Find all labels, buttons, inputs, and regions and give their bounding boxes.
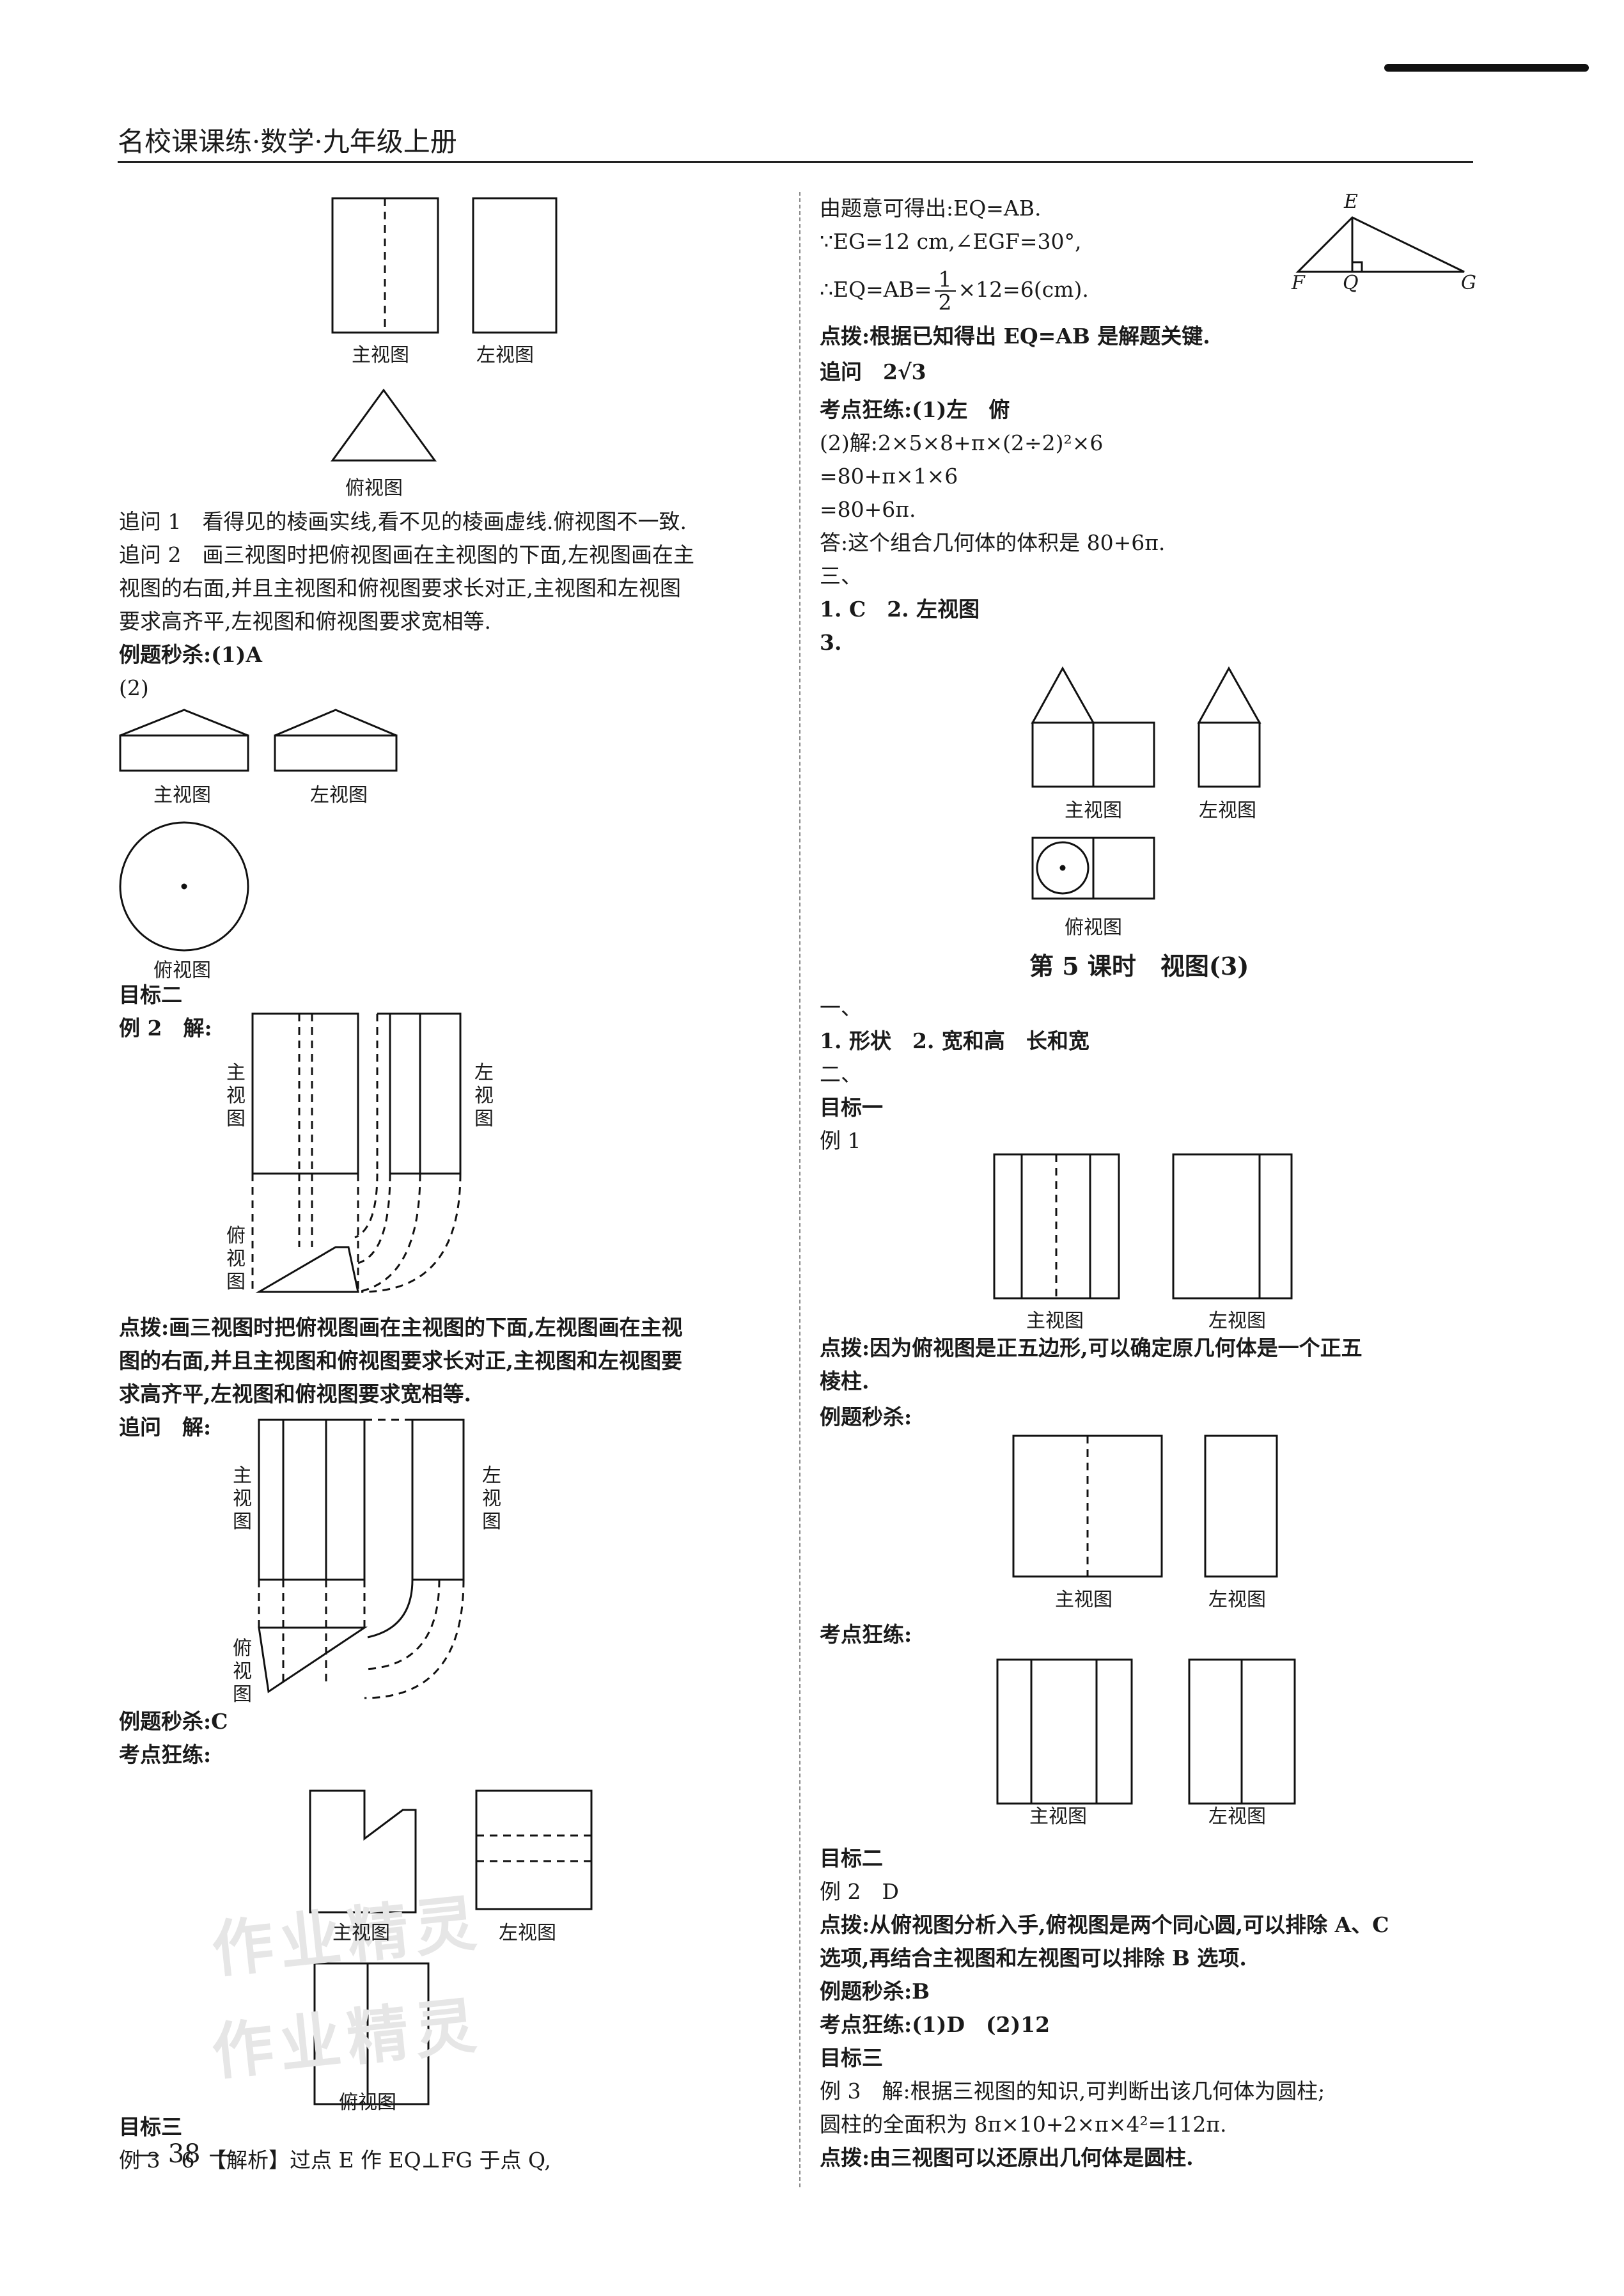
right-calc-2: =80+π×1×6 <box>820 464 958 489</box>
caption-front-view-vertical-2: 主视图 <box>233 1465 252 1533</box>
goal-3-heading: 目标三 <box>119 2114 182 2139</box>
answers-1-2: 1. C 2. 左视图 <box>820 597 980 622</box>
figure-house-views <box>1031 666 1261 900</box>
eq-suffix: ×12=6(cm). <box>958 277 1089 302</box>
part-2: 二、 <box>820 1062 862 1087</box>
caption-front-view-7: 主视图 <box>1029 1805 1087 1828</box>
caption-left-view-3: 左视图 <box>499 1922 556 1944</box>
quick-answer-3: 例题秒杀:C <box>119 1709 228 1734</box>
caption-front-view: 主视图 <box>352 344 409 366</box>
figure-prism-views <box>331 197 558 462</box>
example-3-right-line-1: 例 3 解:根据三视图的知识,可判断出该几何体为圆柱; <box>820 2079 1325 2103</box>
column-divider <box>799 192 800 2187</box>
label-G: G <box>1461 272 1476 294</box>
quick-answer-right-1: 例题秒杀: <box>820 1404 912 1429</box>
caption-front-view-2: 主视图 <box>153 784 211 806</box>
caption-top-view-vertical-2: 俯视图 <box>233 1637 252 1706</box>
right-calc-3: =80+6π. <box>820 497 916 522</box>
caption-front-view-vertical: 主视图 <box>226 1062 246 1130</box>
part-1-answers: 1. 形状 2. 宽和高 长和宽 <box>820 1028 1089 1053</box>
figure-quick-views <box>1012 1435 1278 1578</box>
goal-2-heading: 目标二 <box>119 982 182 1007</box>
figure-practice-views <box>309 1789 593 2105</box>
tip-line-3: 求高齐平,左视图和俯视图要求宽相等. <box>119 1381 471 1406</box>
label-Q: Q <box>1343 272 1359 294</box>
label-E: E <box>1344 191 1358 213</box>
example-2-right: 例 2 D <box>820 1879 899 1904</box>
example-3-left: 例 3 6 【解析】过点 E 作 EQ⊥FG 于点 Q, <box>119 2148 551 2173</box>
tip-line-1: 点拨:画三视图时把俯视图画在主视图的下面,左视图画在主视 <box>119 1315 683 1340</box>
caption-front-view-3: 主视图 <box>332 1922 390 1944</box>
practice-answers-right: 考点狂练:(1)D (2)12 <box>820 2012 1050 2037</box>
caption-left-view: 左视图 <box>476 344 534 366</box>
caption-front-view-4: 主视图 <box>1065 799 1122 822</box>
goal-2-heading-right: 目标二 <box>820 1846 883 1871</box>
goal3-tip: 点拨:由三视图可以还原出几何体是圆柱. <box>820 2145 1194 2170</box>
figure-triangle-efg <box>1295 216 1465 273</box>
caption-left-view-7: 左视图 <box>1208 1805 1266 1828</box>
caption-left-view-6: 左视图 <box>1208 1589 1266 1611</box>
page-header-title: 名校课课练·数学·九年级上册 <box>118 126 457 157</box>
caption-front-view-6: 主视图 <box>1055 1589 1113 1611</box>
figure-example1-views <box>993 1153 1293 1300</box>
caption-front-view-5: 主视图 <box>1026 1310 1084 1332</box>
example-1-label: 例 1 <box>820 1128 861 1153</box>
followup-2-line-3: 要求高齐平,左视图和俯视图要求宽相等. <box>119 609 491 634</box>
figure-roof-views <box>119 709 398 952</box>
caption-top-view-4: 俯视图 <box>1065 916 1122 939</box>
caption-top-view: 俯视图 <box>345 477 403 499</box>
goal2-tip-line-1: 点拨:从俯视图分析入手,俯视图是两个同心圆,可以排除 A、C <box>820 1912 1389 1937</box>
practice-label-1: 考点狂练: <box>119 1742 212 1767</box>
top-decoration-bar <box>1384 64 1589 72</box>
goal1-tip-line-2: 棱柱. <box>820 1369 870 1394</box>
caption-left-view-2: 左视图 <box>310 784 368 806</box>
followup-1: 追问 1 看得见的棱画实线,看不见的棱画虚线.俯视图不一致. <box>119 509 687 534</box>
figure-practice-views-right <box>996 1658 1296 1805</box>
header-rule <box>118 161 1473 163</box>
example-3-right-line-2: 圆柱的全面积为 8π×10+2×π×4²=112π. <box>820 2112 1227 2137</box>
followup-label: 追问 解: <box>119 1415 212 1440</box>
caption-top-view-2: 俯视图 <box>153 959 211 982</box>
answer-3-label: 3. <box>820 630 842 655</box>
section-3: 三、 <box>820 563 862 588</box>
right-practice-1: 考点狂练:(1)左 俯 <box>820 397 1010 422</box>
quick-answer-1: 例题秒杀:(1)A <box>119 642 262 667</box>
right-line-1: 由题意可得出:EQ=AB. <box>820 196 1042 221</box>
caption-left-view-5: 左视图 <box>1208 1310 1266 1332</box>
figure-followup-views <box>258 1419 465 1699</box>
followup-2-line-1: 追问 2 画三视图时把俯视图画在主视图的下面,左视图画在主 <box>119 542 694 567</box>
caption-top-view-vertical: 俯视图 <box>226 1225 246 1293</box>
quick-answer-2: (2) <box>119 675 149 700</box>
fraction-numerator: 1 <box>934 269 956 292</box>
goal1-tip-line-1: 点拨:因为俯视图是正五边形,可以确定原几何体是一个正五 <box>820 1335 1362 1360</box>
part-1: 一、 <box>820 995 862 1020</box>
goal2-tip-line-2: 选项,再结合主视图和左视图可以排除 B 选项. <box>820 1946 1247 1970</box>
example-2-label: 例 2 解: <box>119 1016 212 1041</box>
right-followup: 追问 2√3 <box>820 359 926 384</box>
tip-line-2: 图的右面,并且主视图和俯视图要求长对正,主视图和左视图要 <box>119 1348 682 1373</box>
goal-1-heading: 目标一 <box>820 1095 883 1120</box>
right-answer: 答:这个组合几何体的体积是 80+6π. <box>820 530 1166 555</box>
followup-2-line-2: 视图的右面,并且主视图和俯视图要求长对正,主视图和左视图 <box>119 576 681 601</box>
label-F: F <box>1292 272 1305 294</box>
right-calc-1: (2)解:2×5×8+π×(2÷2)²×6 <box>820 430 1104 455</box>
caption-left-view-vertical-2: 左视图 <box>482 1465 501 1533</box>
goal-3-heading-right: 目标三 <box>820 2045 883 2070</box>
caption-left-view-4: 左视图 <box>1199 799 1256 822</box>
right-tip-1: 点拨:根据已知得出 EQ=AB 是解题关键. <box>820 324 1210 349</box>
page-number: — 38 — <box>134 2139 235 2169</box>
caption-left-view-vertical: 左视图 <box>474 1062 494 1130</box>
fraction-denominator: 2 <box>938 290 952 315</box>
lesson-title: 第 5 课时 视图(3) <box>1029 952 1249 980</box>
caption-top-view-3: 俯视图 <box>339 2091 396 2114</box>
eq-prefix: ∴EQ=AB= <box>820 277 932 302</box>
figure-example2-views <box>251 1012 462 1293</box>
practice-label-right: 考点狂练: <box>820 1622 912 1647</box>
quick-answer-right-2: 例题秒杀:B <box>820 1979 930 2004</box>
right-line-2: ∵EG=12 cm,∠EGF=30°, <box>820 229 1082 254</box>
